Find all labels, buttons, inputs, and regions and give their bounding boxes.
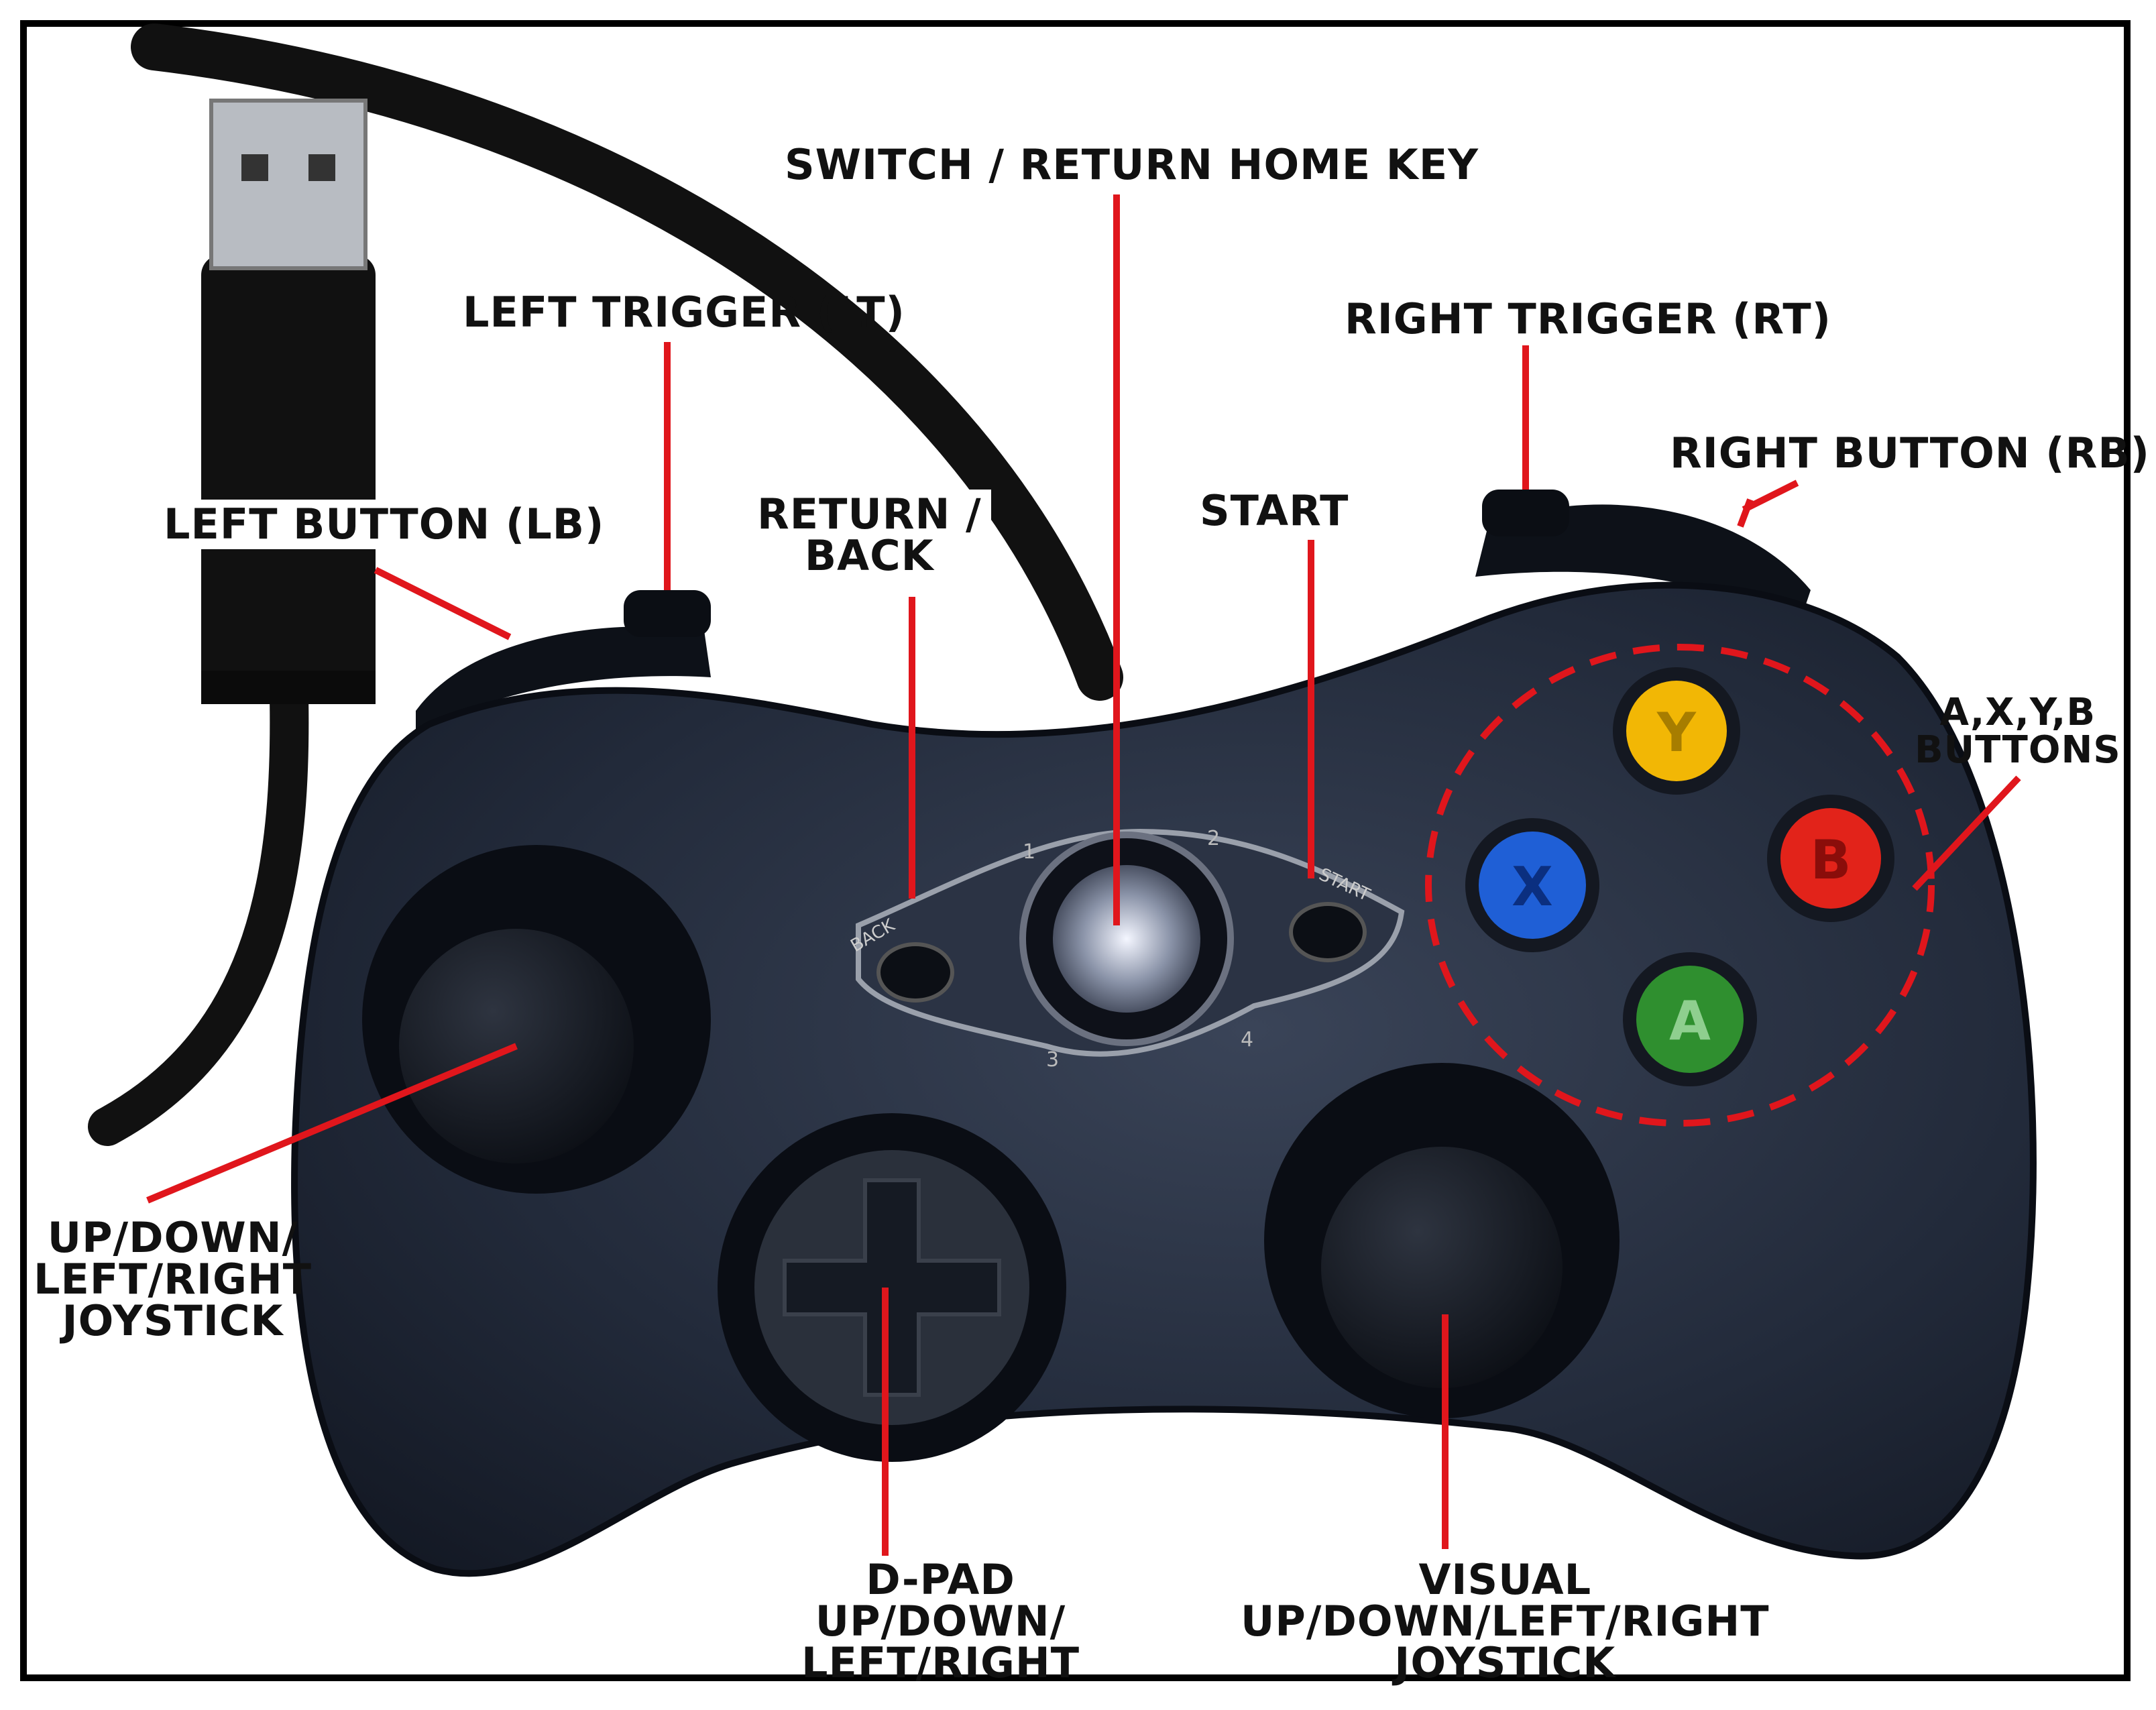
start-button bbox=[1289, 902, 1367, 962]
label-return-back-line-2: BACK bbox=[804, 531, 934, 580]
label-axyb: A,X,Y,B BUTTONS bbox=[1915, 694, 2121, 769]
guide-number-3: 3 bbox=[1046, 1048, 1059, 1072]
label-dpad-line-1: D-PAD bbox=[866, 1555, 1015, 1604]
guide-number-2: 2 bbox=[1207, 827, 1220, 850]
label-left-button: LEFT BUTTON (LB) bbox=[154, 500, 614, 549]
label-dpad: D-PAD UP/DOWN/ LEFT/RIGHT bbox=[801, 1559, 1080, 1684]
label-left-joystick-line-3: JOYSTICK bbox=[62, 1296, 284, 1345]
y-button: Y bbox=[1613, 667, 1740, 795]
right-bumper bbox=[1475, 504, 1811, 630]
x-button: X bbox=[1465, 818, 1599, 952]
right-joystick bbox=[1321, 1147, 1563, 1388]
figure-border bbox=[20, 20, 2131, 1681]
guide-button bbox=[1053, 865, 1200, 1013]
label-start: START bbox=[1190, 486, 1359, 536]
label-right-trigger: RIGHT TRIGGER (RT) bbox=[1345, 294, 1831, 343]
usb-cable-lower bbox=[88, 651, 309, 1146]
a-button: A bbox=[1623, 952, 1757, 1086]
usb-plug-icon bbox=[201, 99, 376, 704]
label-dpad-line-3: LEFT/RIGHT bbox=[801, 1638, 1080, 1687]
left-trigger bbox=[624, 590, 711, 637]
guide-number-1: 1 bbox=[1023, 840, 1035, 864]
label-return-back-line-1: RETURN / bbox=[757, 490, 982, 538]
label-visual-joystick-line-3: JOYSTICK bbox=[1394, 1638, 1616, 1687]
label-visual-joystick-line-1: VISUAL bbox=[1418, 1555, 1592, 1604]
svg-text:X: X bbox=[1512, 856, 1553, 918]
label-left-joystick-line-1: UP/DOWN/ bbox=[47, 1213, 298, 1262]
label-visual-joystick: VISUAL UP/DOWN/LEFT/RIGHT JOYSTICK bbox=[1241, 1559, 1770, 1684]
label-left-trigger: LEFT TRIGGER (LT) bbox=[463, 288, 905, 337]
label-dpad-line-2: UP/DOWN/ bbox=[815, 1597, 1066, 1646]
pointer-axyb bbox=[1912, 775, 2021, 891]
label-right-button: RIGHT BUTTON (RB) bbox=[1670, 429, 2150, 477]
label-return-back: RETURN / BACK bbox=[748, 490, 991, 581]
svg-text:A: A bbox=[1669, 990, 1711, 1052]
dpad-cross bbox=[783, 1178, 1001, 1397]
label-axyb-line-2: BUTTONS bbox=[1915, 728, 2121, 772]
face-buttons-highlight bbox=[1425, 644, 1935, 1127]
label-left-joystick: UP/DOWN/ LEFT/RIGHT JOYSTICK bbox=[34, 1217, 312, 1342]
svg-text:Y: Y bbox=[1656, 701, 1697, 764]
label-visual-joystick-line-2: UP/DOWN/LEFT/RIGHT bbox=[1241, 1597, 1770, 1646]
svg-text:B: B bbox=[1811, 829, 1852, 891]
b-button: B bbox=[1767, 795, 1894, 922]
usb-cable bbox=[131, 23, 1123, 701]
label-switch-home: SWITCH / RETURN HOME KEY bbox=[785, 140, 1479, 189]
pointer-right-button-b bbox=[1742, 479, 1799, 513]
label-axyb-line-1: A,X,Y,B bbox=[1939, 691, 2096, 734]
guide-number-4: 4 bbox=[1241, 1028, 1253, 1051]
pointer-left-joystick bbox=[146, 1043, 518, 1204]
back-button bbox=[876, 942, 954, 1003]
left-bumper bbox=[416, 626, 711, 738]
pointer-lines bbox=[146, 194, 2021, 1556]
label-left-joystick-line-2: LEFT/RIGHT bbox=[34, 1255, 313, 1304]
right-trigger bbox=[1482, 490, 1569, 536]
pointer-left-button bbox=[374, 567, 512, 640]
